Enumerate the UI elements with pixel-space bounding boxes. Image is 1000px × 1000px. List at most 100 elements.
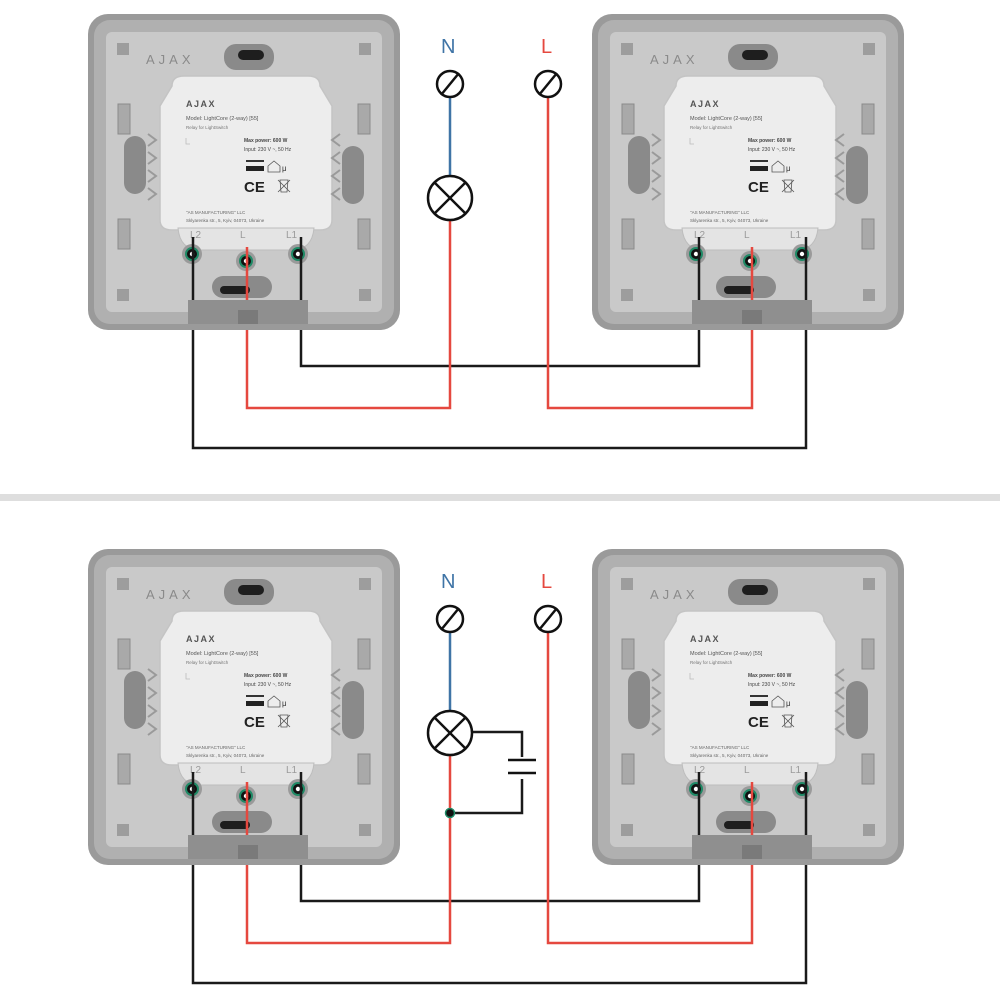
label-manufacturer: "AS MANUFACTURING" LLC [186, 745, 246, 750]
weee-bin-icon [277, 179, 291, 193]
supply-label-neutral: N [441, 36, 455, 58]
terminal-label-l1: L1 [286, 230, 298, 241]
corner-screw-hole [621, 289, 633, 301]
frame-brand-engraving: AJAX [146, 52, 195, 67]
right-mount-slot [846, 146, 868, 204]
corner-screw-hole [863, 43, 875, 55]
terminal-label-l2: L2 [190, 230, 202, 241]
label-mu: μ [786, 164, 791, 173]
left-mount-slot [628, 671, 650, 729]
label-brand: AJAX [186, 634, 216, 644]
terminal-label-l: L [744, 765, 750, 776]
side-slot [621, 753, 635, 785]
ce-icon: CE [748, 714, 769, 731]
side-slot [357, 753, 371, 785]
side-slot [357, 638, 371, 670]
house-icon [267, 695, 281, 708]
corner-screw-hole [621, 43, 633, 55]
ce-icon: CE [244, 179, 265, 196]
label-input: Input: 230 V ~, 50 Hz [244, 682, 292, 688]
wire-capacitor-top [450, 730, 524, 757]
terminal-label-l1: L1 [790, 230, 802, 241]
corner-screw-hole [863, 578, 875, 590]
terminal-label-l: L [240, 230, 246, 241]
label-max-power: Max power: 600 W [748, 138, 792, 144]
junction-dot [444, 807, 456, 819]
label-input: Input: 230 V ~, 50 Hz [748, 682, 796, 688]
house-icon [771, 160, 785, 173]
corner-screw-hole [359, 578, 371, 590]
label-manufacturer: "AS MANUFACTURING" LLC [690, 745, 750, 750]
label-model: Model: LightCore (2-way) [55] [690, 116, 763, 122]
label-subtitle: Relay for LightSwitch [690, 125, 733, 130]
house-icon [771, 695, 785, 708]
side-slot [117, 753, 131, 785]
label-brand: AJAX [690, 634, 720, 644]
side-slot [861, 753, 875, 785]
frame-brand-engraving: AJAX [146, 587, 195, 602]
weee-bin-icon [781, 714, 795, 728]
terminal-label-l: L [744, 230, 750, 241]
ce-icon: CE [244, 714, 265, 731]
frame-brand-engraving: AJAX [650, 52, 699, 67]
label-subtitle: Relay for LightSwitch [186, 125, 229, 130]
left-mount-slot [628, 136, 650, 194]
corner-screw-hole [117, 578, 129, 590]
side-slot [621, 638, 635, 670]
label-model: Model: LightCore (2-way) [55] [186, 116, 259, 122]
label-address: Sklyarenka str., 5, Kyiv, 04073, Ukraine [186, 753, 265, 758]
label-brand: AJAX [186, 99, 216, 109]
label-mu: μ [282, 699, 287, 708]
label-mu: μ [282, 164, 287, 173]
corner-screw-hole [359, 43, 371, 55]
side-slot [621, 218, 635, 250]
terminal-label-l2: L2 [190, 765, 202, 776]
label-max-power: Max power: 600 W [244, 138, 288, 144]
side-slot [117, 638, 131, 670]
supply-label-neutral: N [441, 571, 455, 593]
label-mu: μ [786, 699, 791, 708]
label-max-power: Max power: 600 W [748, 673, 792, 679]
wire-capacitor-bottom [450, 779, 524, 815]
supply-label-live: L [541, 36, 552, 58]
label-brand: AJAX [690, 99, 720, 109]
weee-bin-icon [277, 714, 291, 728]
section-divider [0, 494, 1000, 501]
label-address: Sklyarenka str., 5, Kyiv, 04073, Ukraine [690, 753, 769, 758]
label-model: Model: LightCore (2-way) [55] [690, 651, 763, 657]
left-mount-slot [124, 136, 146, 194]
side-slot [621, 103, 635, 135]
terminal-label-l1: L1 [790, 765, 802, 776]
corner-screw-hole [117, 43, 129, 55]
label-address: Sklyarenka str., 5, Kyiv, 04073, Ukraine [690, 218, 769, 223]
side-slot [357, 103, 371, 135]
relay-device: AJAX AJAX Model: LightCore (2-way) [55] Rel… [592, 14, 904, 330]
corner-screw-hole [359, 824, 371, 836]
supply-label-live: L [541, 571, 552, 593]
terminal-label-l: L [240, 765, 246, 776]
label-max-power: Max power: 600 W [244, 673, 288, 679]
corner-screw-hole [359, 289, 371, 301]
side-slot [861, 218, 875, 250]
terminal-label-l1: L1 [286, 765, 298, 776]
frame-brand-engraving: AJAX [650, 587, 699, 602]
wire-l2-traveller [191, 237, 808, 450]
label-input: Input: 230 V ~, 50 Hz [244, 147, 292, 153]
side-slot [861, 103, 875, 135]
right-mount-slot [342, 681, 364, 739]
right-mount-slot [846, 681, 868, 739]
weee-bin-icon [781, 179, 795, 193]
house-icon [267, 160, 281, 173]
label-input: Input: 230 V ~, 50 Hz [748, 147, 796, 153]
right-mount-slot [342, 146, 364, 204]
terminal-label-l2: L2 [694, 230, 706, 241]
corner-screw-hole [621, 824, 633, 836]
terminal-label-l2: L2 [694, 765, 706, 776]
label-model: Model: LightCore (2-way) [55] [186, 651, 259, 657]
corner-screw-hole [117, 289, 129, 301]
